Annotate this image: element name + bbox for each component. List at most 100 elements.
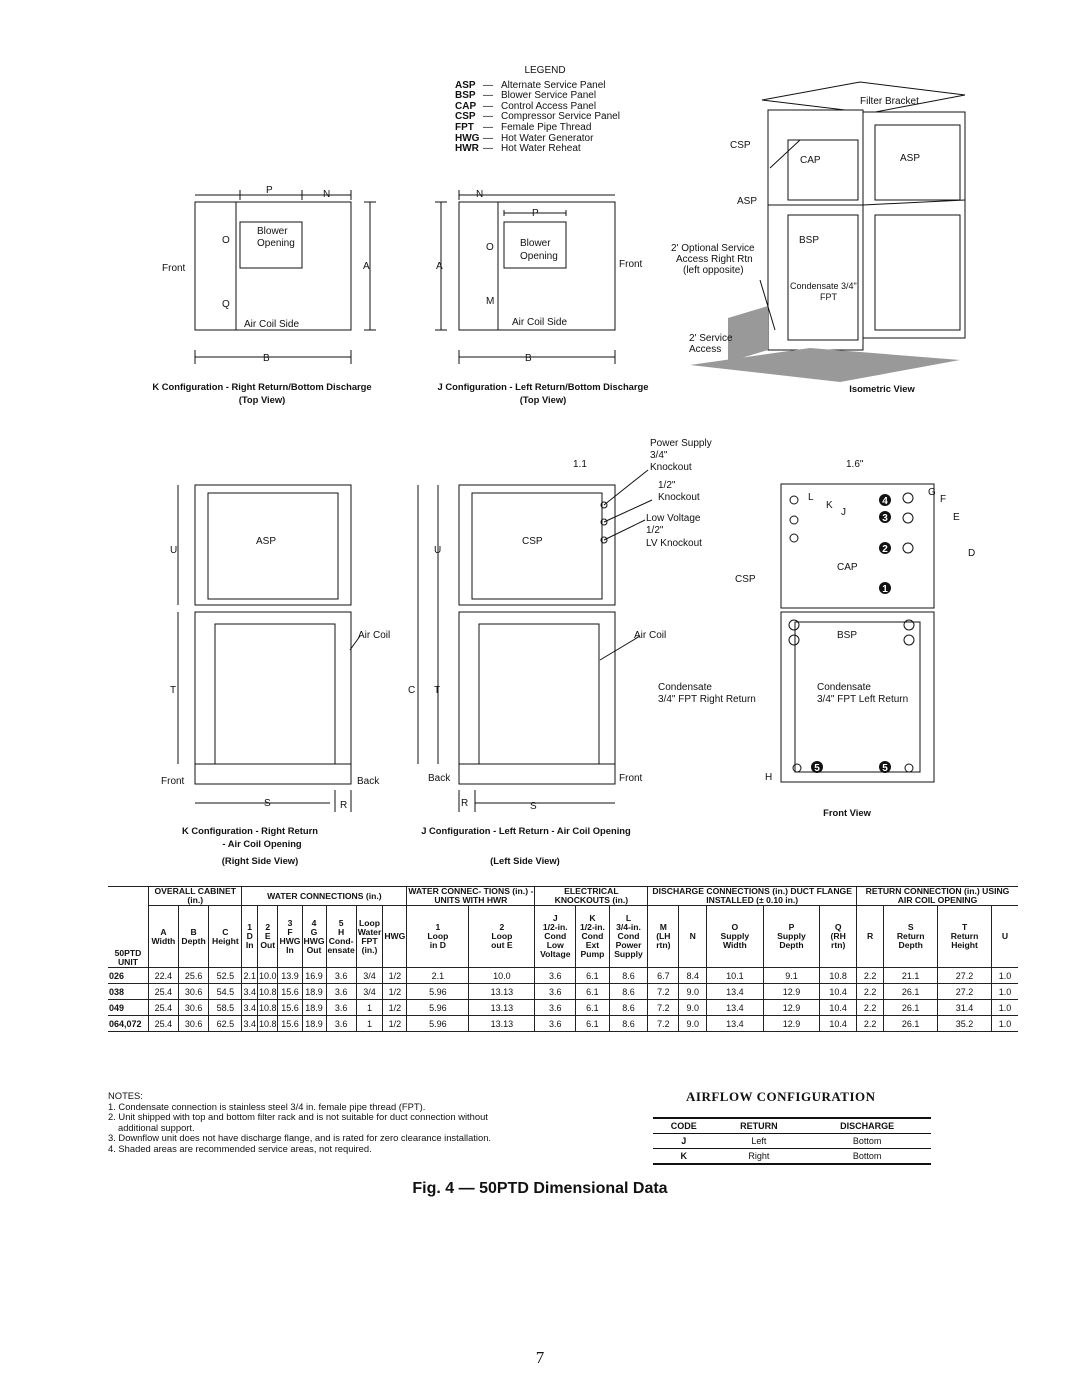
legend-title: LEGEND bbox=[524, 65, 566, 76]
back-label: Back bbox=[428, 773, 451, 784]
front-label: Front bbox=[619, 259, 643, 270]
table-cell: 2.2 bbox=[856, 999, 885, 1016]
legend-row: FPT—Female Pipe Thread bbox=[455, 121, 592, 133]
power-label: 3/4" bbox=[650, 450, 668, 461]
table-cell: 3/4 bbox=[355, 967, 384, 984]
condensate-label: Condensate bbox=[817, 682, 871, 693]
table-cell: 5.96 bbox=[406, 983, 470, 1000]
table-cell: 2.2 bbox=[856, 1015, 885, 1032]
table-cell: 6.1 bbox=[575, 1015, 610, 1032]
dim-label: E bbox=[953, 512, 960, 523]
table-cell: 3.4 bbox=[241, 999, 258, 1016]
j-left-side-view bbox=[417, 484, 616, 812]
dim-label: P bbox=[532, 208, 539, 219]
table-cell: 10.4 bbox=[819, 983, 858, 1000]
dim-11-label: 1.1 bbox=[573, 459, 587, 470]
caption: J Configuration - Left Return - Air Coil… bbox=[421, 825, 631, 836]
dim-label: U bbox=[434, 545, 441, 556]
table-cell: 1/2 bbox=[382, 1015, 408, 1032]
table-cell: 12.9 bbox=[762, 983, 821, 1000]
back-label: Back bbox=[357, 776, 380, 787]
table-cell: 1/2 bbox=[382, 967, 408, 984]
dim-label: S bbox=[530, 801, 537, 812]
table-cell: 30.6 bbox=[177, 983, 210, 1000]
dim-label: A bbox=[436, 261, 443, 272]
air-coil-label: Air Coil bbox=[634, 630, 666, 641]
table-cell: 3.6 bbox=[534, 983, 577, 1000]
table-cell: 1/2 bbox=[382, 999, 408, 1016]
caption: (Top View) bbox=[239, 394, 286, 405]
dim-label: O bbox=[486, 242, 494, 253]
caption: Isometric View bbox=[849, 383, 915, 394]
legend-row: BSP—Blower Service Panel bbox=[455, 90, 597, 102]
table-cell: 6.1 bbox=[575, 967, 610, 984]
table-cell: 9.0 bbox=[678, 999, 708, 1016]
dim-label: C bbox=[408, 685, 415, 696]
table-cell: 13.4 bbox=[706, 999, 764, 1016]
filter-bracket-label: Filter Bracket bbox=[860, 96, 919, 107]
table-cell: 8.6 bbox=[608, 983, 649, 1000]
cap-label: CAP bbox=[800, 155, 821, 166]
condensate-label: Condensate bbox=[658, 682, 712, 693]
unit-cell: 064,072 bbox=[108, 1015, 149, 1032]
csp-label: CSP bbox=[522, 536, 543, 547]
blower-label: Blower bbox=[520, 238, 551, 249]
dim-label: Q bbox=[222, 299, 230, 310]
table-cell: 7.2 bbox=[647, 983, 680, 1000]
table-cell: 25.4 bbox=[148, 999, 179, 1016]
table-cell: 10.4 bbox=[819, 999, 858, 1016]
table-cell: 5.96 bbox=[406, 1015, 470, 1032]
front-label: Front bbox=[162, 263, 186, 274]
csp-label: CSP bbox=[735, 574, 756, 585]
unit-cell: 049 bbox=[108, 999, 149, 1016]
dim-label: K bbox=[826, 500, 833, 511]
dim-label: A bbox=[363, 261, 370, 272]
front-label: Front bbox=[161, 776, 185, 787]
svg-text:3: 3 bbox=[882, 513, 888, 524]
dim-16-label: 1.6" bbox=[846, 459, 864, 470]
table-cell: 13.4 bbox=[706, 983, 764, 1000]
table-cell: 10.0 bbox=[256, 967, 279, 984]
service-label: 2' Service bbox=[689, 333, 733, 344]
group-header: DISCHARGE CONNECTIONS (in.) DUCT FLANGE … bbox=[647, 886, 858, 906]
table-cell: 13.13 bbox=[468, 983, 536, 1000]
table-cell: 54.5 bbox=[208, 983, 243, 1000]
dim-label: N bbox=[323, 189, 330, 200]
dim-label: P bbox=[266, 185, 273, 196]
svg-text:1: 1 bbox=[882, 584, 888, 595]
caption: (Right Side View) bbox=[222, 855, 298, 866]
table-cell: 1.0 bbox=[991, 1015, 1018, 1032]
table-cell: 30.6 bbox=[177, 1015, 210, 1032]
dim-label: J bbox=[841, 507, 846, 518]
table-cell: 9.1 bbox=[762, 967, 821, 984]
table-cell: 8.6 bbox=[608, 999, 649, 1016]
table-cell: 6.7 bbox=[647, 967, 680, 984]
note: 2. Unit shipped with top and bottom filt… bbox=[108, 1111, 488, 1123]
dim-label: D bbox=[968, 548, 975, 559]
isometric-unit bbox=[761, 81, 966, 351]
table-cell: 3.6 bbox=[325, 999, 357, 1016]
dim-label: S bbox=[264, 798, 271, 809]
table-cell: 6.1 bbox=[575, 999, 610, 1016]
group-header: ELECTRICAL KNOCKOUTS (in.) bbox=[534, 886, 649, 906]
table-cell: 26.1 bbox=[883, 999, 939, 1016]
table-cell: 2.1 bbox=[241, 967, 258, 984]
caption: K Configuration - Right Return/Bottom Di… bbox=[152, 381, 371, 392]
airflow-header: DISCHARGE bbox=[803, 1117, 931, 1134]
table-cell: 26.1 bbox=[883, 983, 939, 1000]
table-cell: 18.9 bbox=[301, 1015, 327, 1032]
j-top-view bbox=[435, 190, 616, 364]
air-coil-side-label: Air Coil Side bbox=[512, 317, 567, 328]
table-cell: 13.13 bbox=[468, 999, 536, 1016]
table-cell: 10.8 bbox=[256, 999, 279, 1016]
bsp-label: BSP bbox=[837, 630, 857, 641]
table-cell: 22.4 bbox=[148, 967, 179, 984]
legend: LEGEND ASP—Alternate Service Panel BSP—B… bbox=[455, 65, 635, 155]
table-cell: 27.2 bbox=[937, 983, 992, 1000]
dim-label: B bbox=[263, 353, 270, 364]
table-cell: 7.2 bbox=[647, 1015, 680, 1032]
front-label: Front bbox=[619, 773, 643, 784]
unit-cell: 026 bbox=[108, 967, 149, 984]
dim-label: M bbox=[486, 296, 494, 307]
